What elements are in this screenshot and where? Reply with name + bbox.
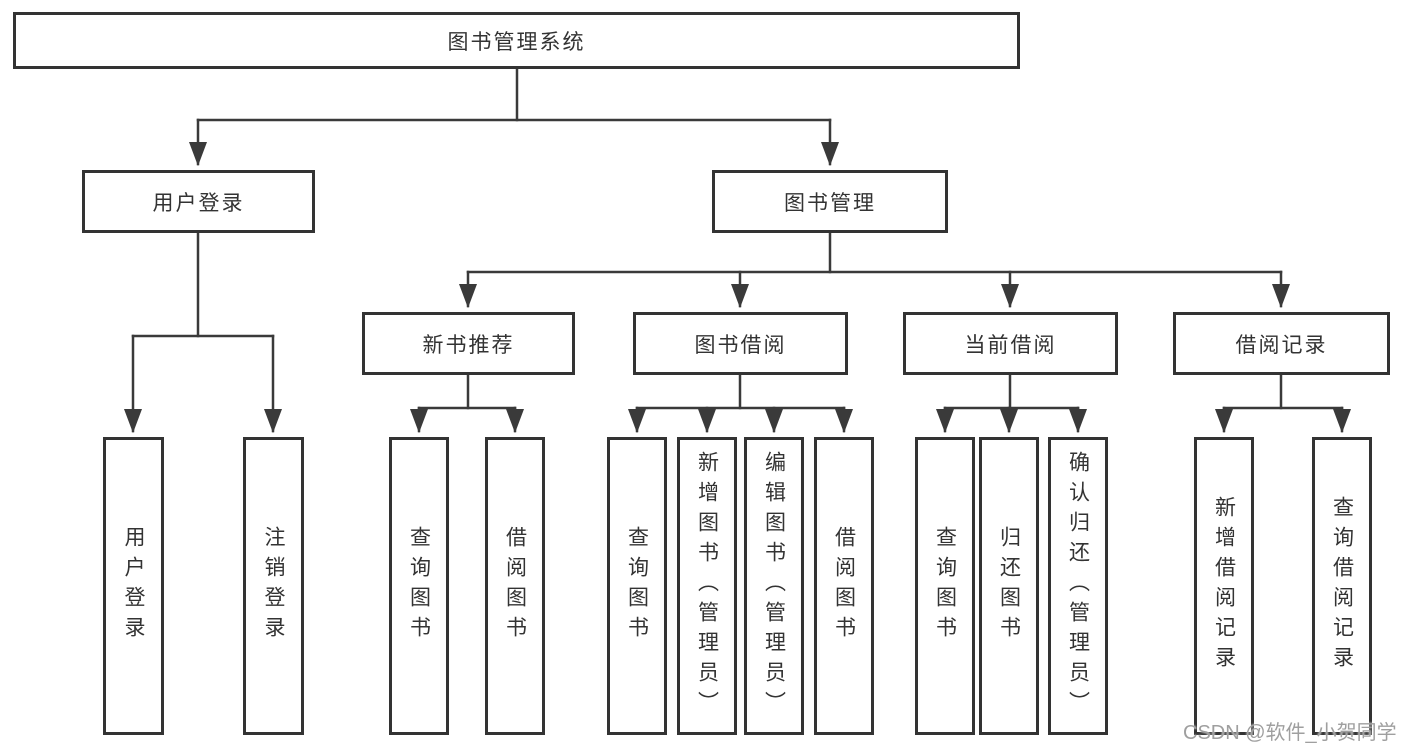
leaf-borrow-books: 借阅图书 [814,437,874,735]
node-book-management: 图书管理 [712,170,948,233]
node-label: 新增借阅记录 [1212,496,1236,676]
leaf-logout: 注销登录 [243,437,304,735]
leaf-current-query-books: 查询图书 [915,437,975,735]
node-label: 新书推荐 [422,333,515,357]
node-book-borrowing: 图书借阅 [633,312,848,375]
node-label: 用户登录 [122,526,145,646]
node-current-borrowing: 当前借阅 [903,312,1118,375]
node-label: 查询图书 [625,526,649,646]
node-user-login: 用户登录 [82,170,315,233]
node-label: 确认归还（管理员） [1066,451,1090,721]
leaf-add-borrow-record: 新增借阅记录 [1194,437,1254,735]
node-root-library-system: 图书管理系统 [13,12,1020,69]
leaf-query-borrow-record: 查询借阅记录 [1312,437,1372,735]
leaf-return-books: 归还图书 [979,437,1039,735]
node-label: 图书借阅 [694,333,787,357]
csdn-watermark: CSDN @软件_小贺同学 [1183,722,1397,744]
node-label: 借阅图书 [503,526,527,646]
node-label: 编辑图书（管理员） [762,451,786,721]
leaf-borrow-query-books: 查询图书 [607,437,667,735]
leaf-add-books-admin: 新增图书（管理员） [677,437,737,735]
node-label: 查询图书 [407,526,431,646]
leaf-user-login: 用户登录 [103,437,164,735]
node-label: 归还图书 [997,526,1021,646]
node-label: 查询借阅记录 [1330,496,1354,676]
node-label: 查询图书 [933,526,957,646]
node-label: 注销登录 [262,526,285,646]
node-label: 当前借阅 [964,333,1057,357]
node-label: 图书管理 [784,191,876,215]
node-label: 用户登录 [152,191,245,215]
leaf-rec-query-books: 查询图书 [389,437,449,735]
node-label: 借阅图书 [832,526,856,646]
node-label: 新增图书（管理员） [695,451,719,721]
leaf-confirm-return-admin: 确认归还（管理员） [1048,437,1108,735]
node-label: 借阅记录 [1235,333,1328,357]
leaf-rec-borrow-books: 借阅图书 [485,437,545,735]
leaf-edit-books-admin: 编辑图书（管理员） [744,437,804,735]
node-new-book-recommend: 新书推荐 [362,312,575,375]
node-borrowing-records: 借阅记录 [1173,312,1390,375]
node-label: 图书管理系统 [447,30,586,54]
